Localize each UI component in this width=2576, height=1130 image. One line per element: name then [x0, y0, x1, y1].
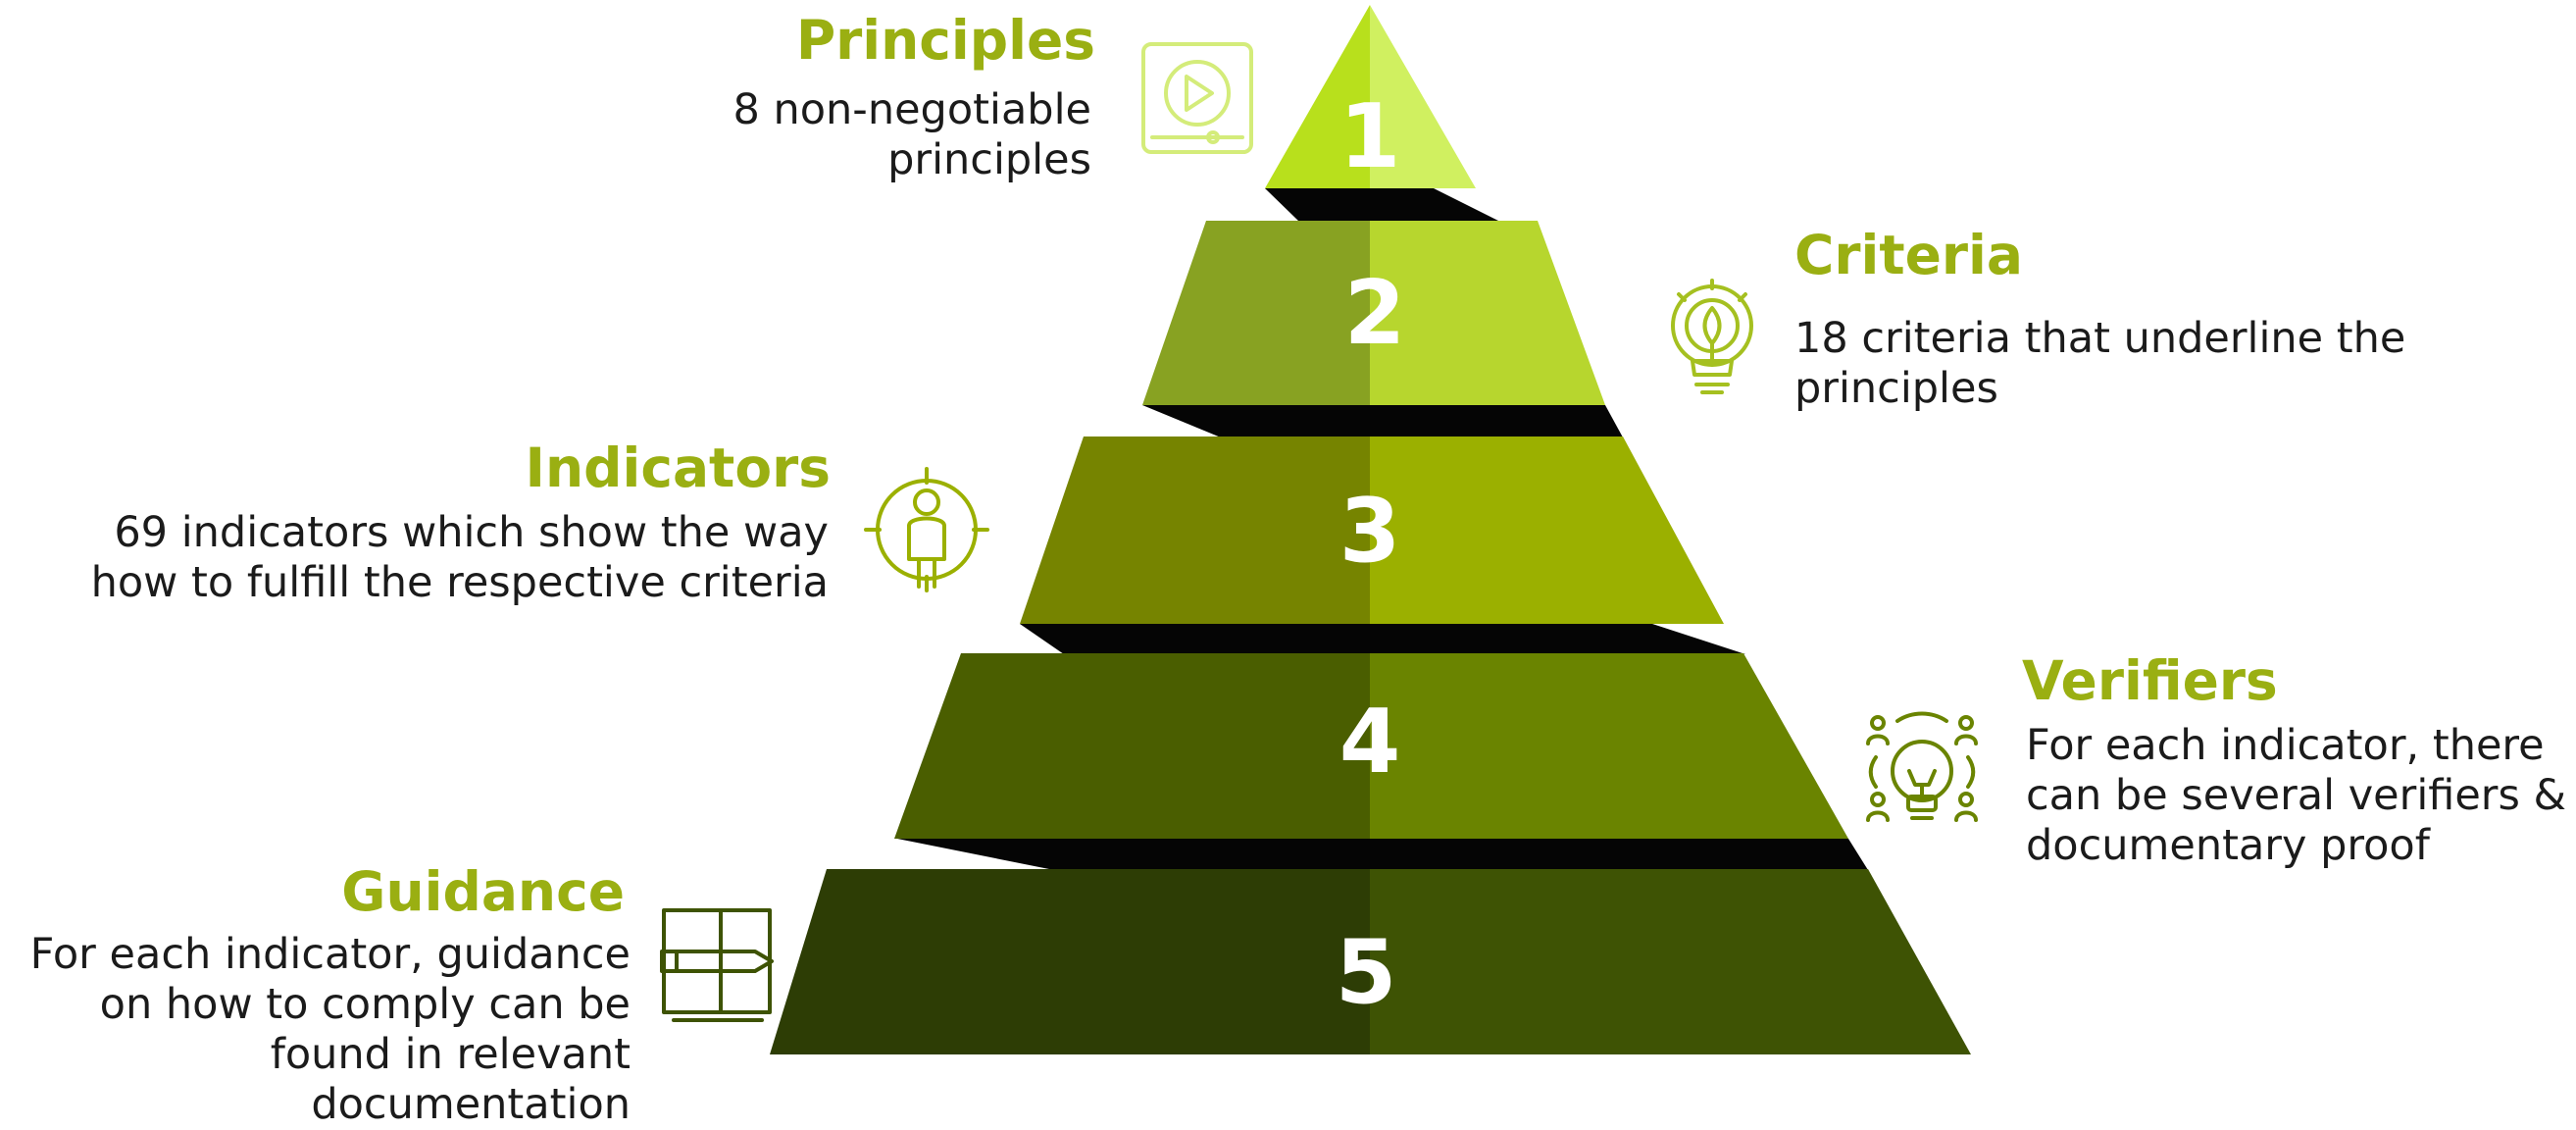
tier-1-number: 1: [1339, 85, 1401, 188]
tier-2-right: [1370, 221, 1605, 405]
separator-2-3: [1142, 405, 1623, 437]
level-2-description-line: 18 criteria that underline the: [1794, 314, 2406, 363]
level-4-description-line: For each indicator, there: [2026, 721, 2545, 770]
separator-4-5: [897, 839, 1868, 870]
tier-3-number: 3: [1339, 480, 1401, 583]
level-5-description-line: For each indicator, guidance: [29, 930, 631, 979]
level-5-description-line: on how to comply can be: [99, 980, 631, 1029]
tier-1: 1: [1265, 5, 1476, 188]
level-5-description: For each indicator, guidance on how to c…: [0, 930, 631, 1130]
level-5-description-line: documentation: [311, 1080, 631, 1129]
tier-1-left: [1265, 5, 1370, 188]
level-3-description-line: 69 indicators which show the way: [114, 508, 829, 557]
tier-2-number: 2: [1344, 262, 1406, 365]
tier-4-right: [1370, 653, 1848, 839]
level-2-title: Criteria: [1794, 224, 2024, 286]
tier-1-right: [1370, 5, 1476, 188]
level-1-description-line: 8 non-negotiable: [732, 85, 1091, 134]
tier-5-number: 5: [1336, 921, 1397, 1024]
level-4-description: For each indicator, there can be several…: [2026, 721, 2575, 871]
tier-5: 5: [770, 869, 1971, 1054]
level-1-description-line: principles: [887, 135, 1091, 184]
tier-5-left: [770, 869, 1370, 1054]
level-4-title: Verifiers: [2022, 649, 2278, 712]
tier-2-left: [1142, 221, 1370, 405]
level-3-title: Indicators: [525, 437, 832, 499]
tier-4-left: [894, 653, 1370, 839]
separator-3-4: [1020, 624, 1745, 654]
tier-4: 4: [894, 653, 1848, 839]
level-3-description-line: how to fulfill the respective criteria: [90, 558, 829, 607]
book-pencil-icon: [660, 908, 774, 1022]
level-2-description-line: principles: [1794, 364, 1998, 413]
video-play-icon: [1141, 42, 1253, 154]
idea-team-icon: [1866, 711, 1978, 822]
tier-2: 2: [1142, 221, 1605, 405]
level-4-description-line: documentary proof: [2026, 821, 2430, 870]
level-1-description: 8 non-negotiable principles: [588, 85, 1091, 185]
level-5-title: Guidance: [341, 860, 625, 923]
level-2-description: 18 criteria that underline the principle…: [1794, 314, 2550, 414]
target-person-icon: [864, 467, 989, 592]
tier-5-right: [1370, 869, 1971, 1054]
lightbulb-gear-icon: [1671, 279, 1753, 394]
level-3-description: 69 indicators which show the way how to …: [29, 508, 829, 608]
separator-1-2: [1265, 188, 1500, 222]
level-5-description-line: found in relevant: [270, 1030, 631, 1079]
tier-4-number: 4: [1339, 691, 1401, 794]
level-1-title: Principles: [795, 9, 1095, 72]
level-4-description-line: can be several verifiers &: [2026, 771, 2567, 820]
tier-separators: [897, 188, 1868, 870]
tier-3: 3: [1020, 437, 1724, 624]
tier-3-right: [1370, 437, 1724, 624]
tier-3-left: [1020, 437, 1370, 624]
